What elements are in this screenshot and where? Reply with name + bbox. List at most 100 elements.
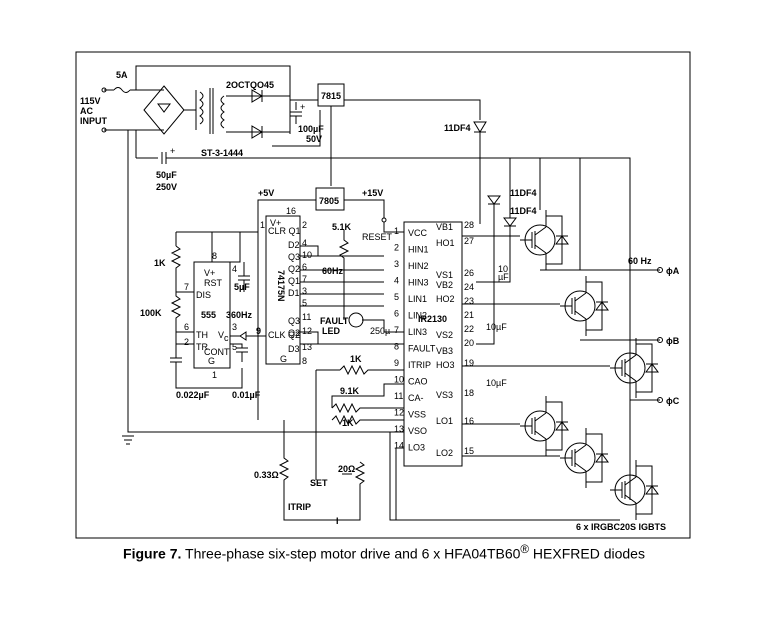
- igbt-leads: [610, 338, 659, 398]
- itrip-label: ITRIP: [288, 502, 311, 512]
- counter-pin-q1: Q1: [288, 276, 300, 286]
- ir2130-left-pin-number: 8: [394, 342, 399, 352]
- ir2130-right-pin-label: VS3: [436, 390, 453, 400]
- r-033: 0.33Ω: [254, 470, 279, 480]
- input-label-2: AC: [80, 106, 93, 116]
- input-cap-50uf: [136, 152, 322, 164]
- gate-drive-wires: [462, 235, 610, 457]
- phase-outputs: [540, 269, 660, 401]
- counter-output-wires: [300, 245, 384, 345]
- itrip-feed: [315, 369, 340, 480]
- r-5k1-symbol: [338, 230, 350, 320]
- dc-bus-top: [322, 157, 631, 500]
- counter-pin-q3b: Q3: [288, 316, 300, 326]
- v5-bus: [257, 199, 316, 420]
- r-5k1: 5.1K: [332, 222, 352, 232]
- counter-num-5: 5: [302, 298, 307, 308]
- counter-num-1: 1: [260, 220, 265, 230]
- counter-routing: [318, 255, 384, 345]
- input-label-1: 115V: [80, 96, 101, 106]
- timer-freq: 360Hz: [226, 310, 253, 320]
- igbt-leads: [560, 276, 609, 336]
- reset-switch-icon[interactable]: [381, 217, 387, 223]
- timer-pin-1: 1: [212, 370, 217, 380]
- input-terminal-1: [101, 87, 107, 93]
- caption-label: Figure 7.: [123, 545, 182, 562]
- input-terminal-2: [101, 127, 107, 133]
- figure-caption: Figure 7. Three-phase six-step motor dri…: [0, 543, 768, 562]
- ir2130-left-pin-label: CA-: [408, 393, 424, 403]
- timer-vc: V: [218, 330, 224, 340]
- ir2130-left-pin-label: LO3: [408, 443, 425, 453]
- ir2130-left-pin-number: 1: [394, 226, 399, 236]
- ir2130-left-pin-label: CAO: [408, 377, 428, 387]
- rectifier-diode-label: 2OCTQO45: [226, 80, 274, 90]
- ir2130-left-pin-number: 13: [394, 424, 404, 434]
- ir2130-right-pin-number: 28: [464, 220, 474, 230]
- timer-cont: CONT: [204, 347, 230, 357]
- reset-label: RESET: [362, 232, 393, 242]
- xfmr-coil-2: [220, 95, 225, 129]
- bootstrap-diode-2-icon: [487, 195, 501, 205]
- counter-num-7: 7: [302, 274, 307, 284]
- ir2130-left-pin-label: HIN2: [408, 261, 429, 271]
- igbt-6: [610, 460, 659, 520]
- ac-wire-bottom: [104, 129, 137, 158]
- fault-wires: [362, 319, 404, 345]
- ir2130-right-pin-number: 21: [464, 310, 474, 320]
- rail-15v: +15V: [362, 188, 383, 198]
- ir2130-right-pin-label: LO2: [436, 448, 453, 458]
- dc-supply-section: 2OCTQO45 + 100µF 50V + 50µF 250V 7815 78…: [136, 80, 481, 420]
- io-label: I: [336, 516, 339, 526]
- timer-output: [230, 331, 266, 341]
- ir2130-left-pin-label: LIN2: [408, 311, 427, 321]
- igbt-3: [610, 338, 659, 398]
- ir2130-right-pin-number: 18: [464, 388, 474, 398]
- cap-uf: µF: [498, 272, 509, 282]
- ground-return: [272, 110, 321, 147]
- output-60hz: 60 Hz: [628, 256, 652, 266]
- ir2130-right-pin-number: 19: [464, 358, 474, 368]
- ir2130-right-pins: VB1HO1VS1VB2HO2VS2VB3HO3VS3LO1LO22827262…: [436, 220, 474, 458]
- caption-sup: ®: [520, 543, 530, 556]
- ir2130-right-pin-label: HO2: [436, 294, 455, 304]
- counter-num-12: 12: [302, 326, 312, 336]
- ir2130-left-pin-number: 9: [394, 358, 399, 368]
- counter-60hz: 60Hz: [322, 266, 344, 276]
- timer-pin-3: 3: [232, 322, 237, 332]
- led-label: LED: [322, 326, 341, 336]
- timer-name: 555: [201, 310, 216, 320]
- counter-74175n: V+ CLR Q1 CLK Q2 G 74175N D2 Q3 Q2 Q1 D1…: [256, 206, 384, 366]
- cap-10uf-3: 10µF: [486, 378, 507, 388]
- diode-11df4-1: 11DF4: [444, 123, 471, 133]
- diode-lower-icon: [251, 125, 263, 139]
- diode-upper-icon: [251, 89, 263, 103]
- counter-vplus: V+: [270, 218, 281, 228]
- ir2130-left-pin-label: HIN3: [408, 278, 429, 288]
- ground-bus: [127, 130, 404, 433]
- fuse-label: 5A: [116, 70, 128, 80]
- ir2130-right-pin-number: 20: [464, 338, 474, 348]
- ir2130-right-pin-label: LO1: [436, 416, 453, 426]
- ir2130-right-pin-label: VB1: [436, 222, 453, 232]
- bootstrap-wire-3: [476, 204, 495, 345]
- ir2130-left-pin-number: 2: [394, 243, 399, 253]
- v15-feed: [344, 199, 385, 218]
- igbt-leads: [520, 396, 569, 456]
- counter-pin-d1: D1: [288, 288, 300, 298]
- timer-r100k: 100K: [140, 308, 162, 318]
- timer-pin-7: 7: [184, 282, 189, 292]
- ir2130-right-pin-label: HO3: [436, 360, 455, 370]
- ir2130-right-pin-label: VS2: [436, 330, 453, 340]
- ir2130-right-pin-number: 27: [464, 236, 474, 246]
- bridge-wires: [136, 89, 196, 131]
- r-20: 20Ω: [338, 464, 355, 474]
- ac-input-section: 5A 115V AC INPUT ST-3-1444: [80, 65, 291, 158]
- counter-pin-q3a: Q3: [288, 252, 300, 262]
- timer-rst: RST: [204, 278, 223, 288]
- ir2130-left-pin-label: LIN1: [408, 294, 427, 304]
- counter-name: 74175N: [276, 270, 286, 302]
- counter-pin-q2b: Q2: [288, 328, 300, 338]
- fault-label: FAULT: [320, 316, 349, 326]
